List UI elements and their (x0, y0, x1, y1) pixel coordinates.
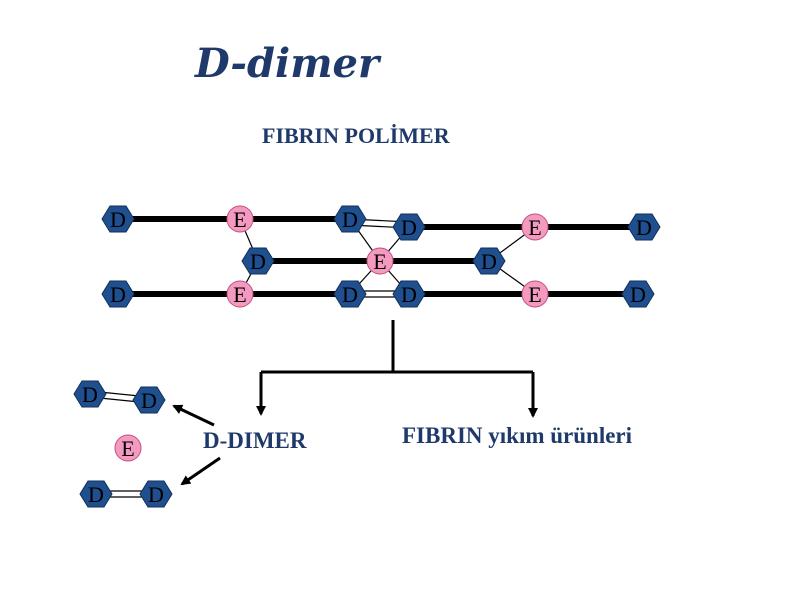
d-domain-label: D (110, 207, 126, 232)
e-domain-node: E (366, 247, 394, 275)
cleavage-arrows (172, 320, 538, 486)
d-domain-hexagon (621, 280, 655, 308)
d-domain-node: D (139, 480, 173, 508)
d-domain-node: D (101, 280, 135, 308)
d-domain-hexagon (101, 280, 135, 308)
d-domain-label: D (148, 482, 164, 507)
d-domain-hexagon (392, 280, 426, 308)
e-domain-circle (521, 280, 549, 308)
e-domain-circle (226, 205, 254, 233)
d-domain-label: D (481, 249, 497, 274)
d-domain-label: D (82, 382, 98, 407)
d-domain-node: D (73, 380, 107, 408)
d-domain-label: D (401, 282, 417, 307)
d-domain-node: D (333, 280, 367, 308)
degradation-products-label: FIBRIN yıkım ürünleri (402, 423, 633, 448)
e-domain-circle (114, 434, 142, 462)
e-domain-circle (226, 280, 254, 308)
d-domain-label: D (250, 249, 266, 274)
d-domain-node: D (472, 247, 506, 275)
d-domain-node: D (621, 280, 655, 308)
d-domain-node: D (333, 205, 367, 233)
d-domain-node: D (79, 480, 113, 508)
d-domain-node: D (392, 280, 426, 308)
d-domain-label: D (110, 282, 126, 307)
d-domain-hexagon (132, 386, 166, 414)
d-domain-node: D (627, 213, 661, 241)
d-domain-node: D (101, 205, 135, 233)
e-domain-label: E (233, 207, 246, 232)
d-domain-hexagon (333, 205, 367, 233)
d-domain-hexagon (627, 213, 661, 241)
e-domain-label: E (121, 436, 134, 461)
d-domain-hexagon (79, 480, 113, 508)
e-domain-label: E (233, 282, 246, 307)
d-domain-hexagon (73, 380, 107, 408)
d-domain-label: D (88, 482, 104, 507)
d-domain-label: D (141, 388, 157, 413)
d-domain-label: D (342, 207, 358, 232)
e-domain-node: E (226, 205, 254, 233)
e-domain-node: E (114, 434, 142, 462)
d-domain-label: D (636, 215, 652, 240)
e-domain-circle (521, 213, 549, 241)
d-domain-hexagon (101, 205, 135, 233)
e-domain-node: E (521, 213, 549, 241)
d-domain-label: D (401, 215, 417, 240)
e-domain-node: E (521, 280, 549, 308)
d-domain-hexagon (472, 247, 506, 275)
e-domain-node: E (226, 280, 254, 308)
d-domain-hexagon (241, 247, 275, 275)
e-domain-label: E (528, 215, 541, 240)
d-domain-label: D (630, 282, 646, 307)
ddimer-label: D-DIMER (203, 428, 307, 453)
e-domain-circle (366, 247, 394, 275)
e-domain-label: E (528, 282, 541, 307)
d-domain-node: D (392, 213, 426, 241)
e-domain-label: E (373, 249, 386, 274)
d-domain-node: D (132, 386, 166, 414)
d-domain-node: D (241, 247, 275, 275)
ddimer-lower-arrow (180, 456, 221, 486)
page-title: D-dimer (195, 40, 380, 87)
d-domain-hexagon (139, 480, 173, 508)
d-domain-hexagon (392, 213, 426, 241)
d-domain-hexagon (333, 280, 367, 308)
polymer-label: FIBRIN POLİMER (262, 123, 450, 148)
d-domain-label: D (342, 282, 358, 307)
ddimer-upper-arrow (172, 404, 215, 427)
